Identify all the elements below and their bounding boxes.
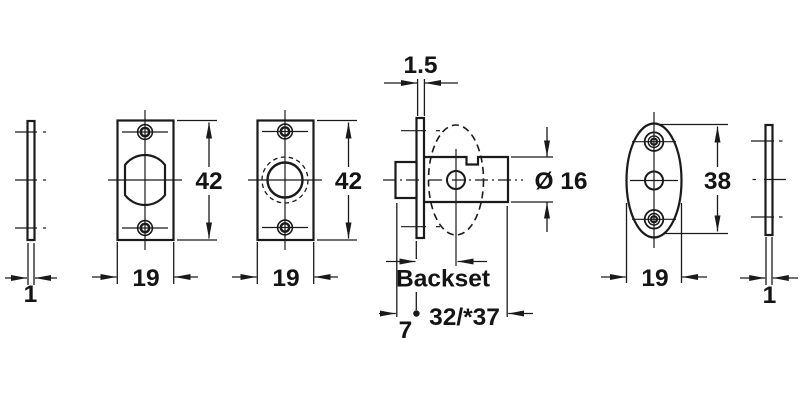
latch-cutout	[123, 153, 167, 207]
oval-plate-side-view: 1	[740, 123, 798, 309]
plate3-height-dimension: 42	[317, 119, 362, 241]
plate2-height-dimension: 42	[177, 119, 223, 241]
dim-label-faceplate-thickness: 1.5	[403, 52, 437, 79]
dim-label-backset: Backset	[396, 266, 490, 293]
dim-label-projection: 7	[399, 317, 413, 344]
oval-plate-centerlines	[630, 112, 678, 248]
bolt-centerlines	[383, 130, 523, 266]
dim-label-left-thickness: 1	[24, 281, 38, 308]
mortice-bolt-side-view: 1.5 Ø 16 Backset 7 32/*37	[379, 52, 588, 344]
bolt-body	[422, 155, 510, 204]
dim-label-oval-width: 19	[641, 265, 668, 292]
dim-label-plate2-height: 42	[195, 168, 222, 195]
faceplate-thickness-dimension: 1.5	[384, 52, 458, 116]
faceplate-hole-front-view: 42 19	[232, 110, 362, 292]
oval-height-dimension: 38	[660, 123, 731, 235]
plate2-width-dimension: 19	[92, 242, 198, 292]
faceplate-hole-centerlines	[248, 110, 322, 250]
oval-plate-front-view: 38 19	[601, 112, 731, 292]
bolt-faceplate-side	[415, 116, 426, 240]
dim-label-bolt-diameter: Ø 16	[534, 168, 587, 195]
dim-label-right-thickness: 1	[763, 282, 777, 309]
rect-plate-side-centermarks	[15, 131, 46, 229]
dim-label-plate2-width: 19	[132, 265, 159, 292]
oval-plate-thickness-dimension: 1	[740, 237, 798, 309]
bolt-diameter-dimension: Ø 16	[511, 127, 588, 232]
rect-plate-side-view: 1	[5, 119, 57, 308]
dim-label-oval-height: 38	[704, 168, 731, 195]
faceplate-cutout-centerlines	[108, 110, 182, 250]
backset-dimension: Backset 7 32/*37	[379, 203, 533, 344]
oval-plate-side-centermarks	[751, 140, 786, 218]
rect-plate-thickness-dimension: 1	[5, 243, 57, 308]
dim-label-plate3-width: 19	[272, 265, 299, 292]
dimension-origin-dot	[413, 310, 420, 317]
plate3-width-dimension: 19	[232, 242, 338, 292]
faceplate-cutout-front-view: 42 19	[92, 110, 223, 292]
dim-label-plate3-height: 42	[335, 168, 362, 195]
oval-width-dimension: 19	[601, 203, 707, 292]
dim-label-backset-values: 32/*37	[429, 304, 500, 331]
